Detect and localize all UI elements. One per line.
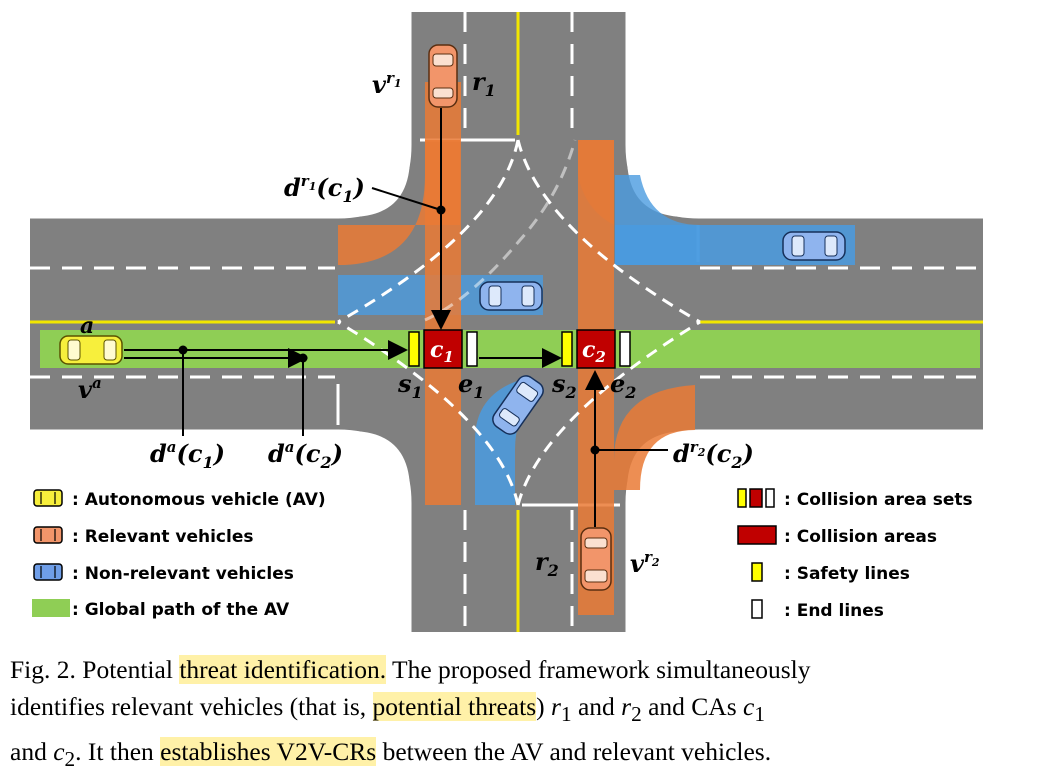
end-line-e1 <box>466 331 478 367</box>
collision-area-set-1 <box>408 329 478 369</box>
label-s2: s2 <box>551 369 577 402</box>
label-e2: e2 <box>610 369 636 402</box>
label-d-r1-c1: dr1(c1) <box>284 172 365 206</box>
collision-area-set-2 <box>561 329 631 369</box>
label-c2: c2 <box>582 337 606 366</box>
safety-line-s1 <box>408 331 420 367</box>
distance-dots <box>178 205 600 455</box>
relevant-zone-r2-turn-north <box>578 140 614 225</box>
caption-line-2: identifies relevant vehicles (that is, p… <box>10 692 765 727</box>
label-d-a-c1: da(c1) <box>150 438 225 472</box>
label-r2: r2 <box>535 547 559 580</box>
legend-item-av: : Autonomous vehicle (AV) <box>33 489 326 510</box>
distance-arrows <box>124 108 668 527</box>
nonrelevant-vehicle-turning <box>492 375 544 435</box>
svg-text:: Collision area sets: : Collision area sets <box>784 490 973 510</box>
svg-text:: Collision areas: : Collision areas <box>784 527 937 547</box>
autonomous-vehicle <box>59 335 123 365</box>
nonrelevant-zone-turn-ne <box>615 175 700 265</box>
legend-item-safety: : Safety lines <box>751 562 910 584</box>
diagram-labels: vr1 r1 dr1(c1) a va c1 c2 s1 e1 s2 e2 da… <box>78 67 754 580</box>
legend-item-ca-sets: : Collision area sets <box>737 488 973 510</box>
collision-area-c2 <box>576 329 616 369</box>
legend-left: : Autonomous vehicle (AV) : Relevant veh… <box>32 489 326 620</box>
legend-item-ca: : Collision areas <box>737 525 937 547</box>
legend-item-global-path: : Global path of the AV <box>32 599 290 620</box>
caption-line-1: Fig. 2. Potential threat identification.… <box>10 655 811 684</box>
collision-area-c1 <box>423 329 463 369</box>
legend-av-swatch <box>33 489 63 507</box>
threat-identification-diagram: vr1 r1 dr1(c1) a va c1 c2 s1 e1 s2 e2 da… <box>30 12 983 632</box>
label-d-r2-c2: dr2(c2) <box>673 438 754 472</box>
label-s1: s1 <box>397 369 423 402</box>
caption-highlight-1: threat identification. <box>179 655 387 684</box>
nonrelevant-vehicle-east <box>782 231 846 261</box>
label-v-a: va <box>78 374 102 404</box>
vehicles <box>59 44 846 591</box>
legend-nonrelevant-swatch <box>33 563 63 581</box>
legend-right: : Collision area sets : Collision areas … <box>737 488 973 621</box>
legend-path-swatch <box>32 599 70 617</box>
corner-fillet-nw <box>350 157 410 217</box>
label-r1: r1 <box>472 67 496 100</box>
relevant-vehicle-r2 <box>580 527 612 591</box>
label-v-r1: vr1 <box>372 69 402 99</box>
relevant-vehicle-r1 <box>428 44 458 108</box>
legend-item-nonrelevant: : Non-relevant vehicles <box>33 563 294 584</box>
relevant-zone-r2-turn <box>614 385 695 490</box>
leader-d-r1-c1 <box>371 187 442 211</box>
label-c1: c1 <box>430 337 454 366</box>
legend-item-relevant: : Relevant vehicles <box>33 526 254 547</box>
turn-guides <box>337 139 701 506</box>
legend-item-end: : End lines <box>751 599 884 621</box>
svg-text:: Global path of the AV: : Global path of the AV <box>72 600 290 620</box>
svg-text:: Non-relevant vehicles: : Non-relevant vehicles <box>72 564 294 584</box>
svg-text:: Autonomous vehicle (AV): : Autonomous vehicle (AV) <box>72 490 326 510</box>
corner-fillet-sw <box>350 431 410 491</box>
relevant-zone-r1 <box>425 82 461 505</box>
label-d-a-c2: da(c2) <box>268 438 343 472</box>
caption-highlight-3: establishes V2V-CRs <box>160 737 377 767</box>
svg-text:: Safety lines: : Safety lines <box>784 564 910 584</box>
end-line-e2 <box>619 331 631 367</box>
svg-text:: Relevant vehicles: : Relevant vehicles <box>72 527 254 547</box>
label-e1: e1 <box>458 369 484 402</box>
nonrelevant-vehicle-center <box>479 281 543 311</box>
label-v-r2: vr2 <box>630 548 660 578</box>
figure-caption: Fig. 2. Potential threat identification.… <box>10 651 1030 778</box>
svg-text:: End lines: : End lines <box>784 601 884 621</box>
label-a: a <box>80 313 94 339</box>
safety-line-s2 <box>561 331 573 367</box>
legend-relevant-swatch <box>33 526 63 544</box>
caption-highlight-2: potential threats <box>372 692 537 721</box>
caption-line-3: and c2. It then establishes V2V-CRs betw… <box>10 737 772 772</box>
